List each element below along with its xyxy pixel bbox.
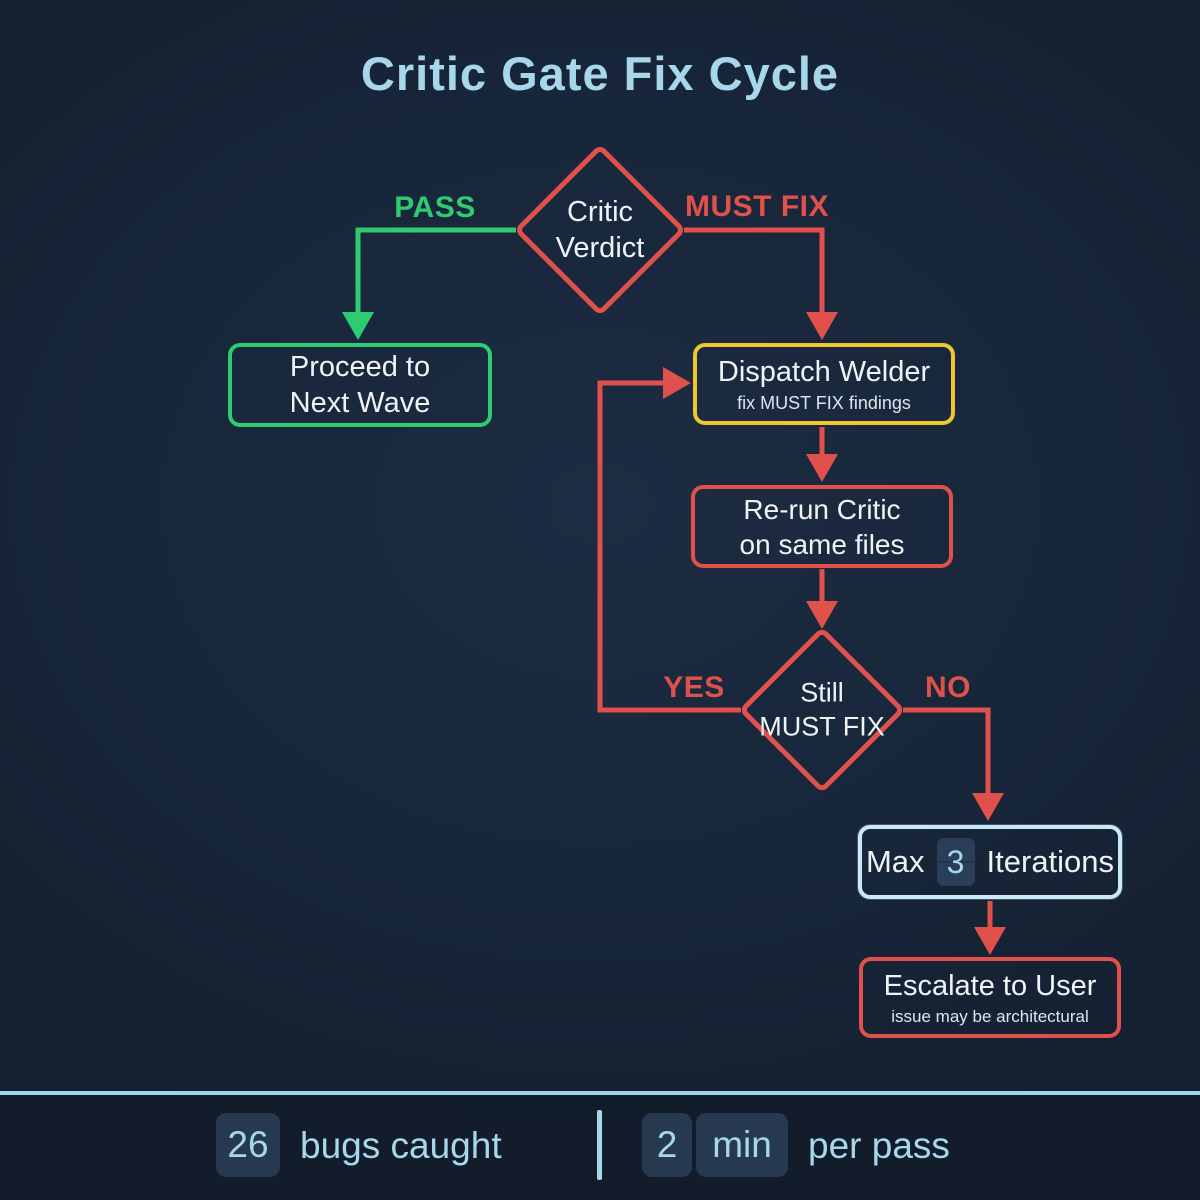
iteration-count-badge: 3 xyxy=(936,838,975,886)
stat-time-unit-badge: min xyxy=(696,1113,788,1177)
edge-pass xyxy=(355,227,516,316)
page-title: Critic Gate Fix Cycle xyxy=(360,47,840,100)
arrowhead-dispatch-rerun xyxy=(806,454,838,482)
decision-critic-verdict: Critic Verdict xyxy=(513,143,687,317)
footer-divider-line xyxy=(0,1091,1200,1095)
arrowhead-yes-loop xyxy=(663,367,691,399)
edge-yes-loop xyxy=(597,380,741,713)
node-escalate-user: Escalate to User issue may be architectu… xyxy=(859,957,1121,1038)
branch-label-must-fix: MUST FIX xyxy=(685,190,829,223)
edge-must-fix xyxy=(684,227,825,314)
stats-separator xyxy=(597,1110,602,1180)
node-proceed-next-wave: Proceed to Next Wave xyxy=(228,343,492,427)
stat-time-value-badge: 2 xyxy=(642,1113,692,1177)
decision-still-must-fix: Still MUST FIX xyxy=(737,625,907,795)
stat-bugs-value-badge: 26 xyxy=(216,1113,280,1177)
node-dispatch-welder: Dispatch Welder fix MUST FIX findings xyxy=(693,343,955,425)
arrowhead-max-escalate xyxy=(974,927,1006,955)
arrowhead-must-fix xyxy=(806,312,838,340)
arrowhead-rerun-still xyxy=(806,601,838,629)
node-rerun-critic: Re-run Critic on same files xyxy=(691,485,953,568)
branch-label-yes: YES xyxy=(663,671,725,704)
edge-no xyxy=(903,707,991,797)
node-max-iterations: Max 3 Iterations xyxy=(858,825,1122,899)
decision-still-must-fix-label: Still MUST FIX xyxy=(759,677,885,741)
arrowhead-no xyxy=(972,793,1004,821)
arrowhead-pass xyxy=(342,312,374,340)
branch-label-pass: PASS xyxy=(394,191,476,224)
stat-bugs-label: bugs caught xyxy=(300,1125,502,1166)
branch-label-no: NO xyxy=(925,671,971,704)
decision-critic-verdict-label: Critic Verdict xyxy=(555,195,645,264)
stat-time-label: per pass xyxy=(808,1125,950,1166)
max-iterations-row: Max 3 Iterations xyxy=(866,838,1114,886)
